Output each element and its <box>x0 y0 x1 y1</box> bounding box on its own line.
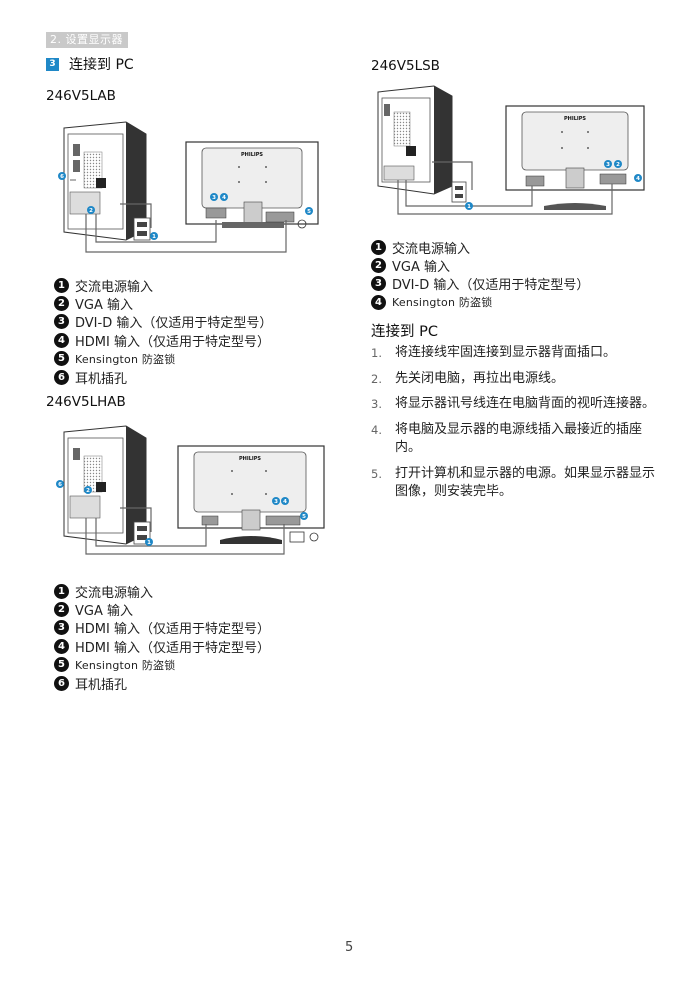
callout-2-lsb: 2 <box>616 162 620 168</box>
legend-item: 3 DVI-D 输入（仅适用于特定型号） <box>54 313 272 331</box>
legend-text: VGA 输入 <box>392 260 450 276</box>
callout-3-lhab: 3 <box>274 499 278 505</box>
legend-item: 2 VGA 输入 <box>371 256 589 276</box>
legend-item: 6 耳机插孔 <box>54 368 272 387</box>
callout-6-lab: 6 <box>60 174 64 180</box>
callout-1-lsb: 1 <box>467 204 471 210</box>
legend-item: 1 交流电源输入 <box>371 238 589 257</box>
legend-item: 1 交流电源输入 <box>54 582 270 601</box>
section-title: 连接到 PC <box>69 57 134 73</box>
number-badge: 3 <box>54 620 69 636</box>
legend-item: 6 耳机插孔 <box>54 674 270 693</box>
section-heading: 3 连接到 PC <box>46 55 134 73</box>
connection-diagram-lsb: PHILIPS 1 2 3 4 <box>377 85 645 215</box>
brand-label-lhab: PHILIPS <box>239 456 261 462</box>
number-badge: 3 <box>54 314 69 330</box>
number-badge: 3 <box>371 276 386 292</box>
legend-lab: 1 交流电源输入 2 VGA 输入 3 DVI-D 输入（仅适用于特定型号） 4 HDM… <box>54 276 272 387</box>
callout-5-lhab: 5 <box>302 514 306 520</box>
step-text: 将显示器讯号线连在电脑背面的视听连接器。 <box>395 396 656 411</box>
legend-item: 3 DVI-D 输入（仅适用于特定型号） <box>371 275 589 293</box>
step-number: 4. <box>371 422 382 437</box>
number-badge: 2 <box>54 602 69 618</box>
legend-text: 交流电源输入 <box>75 279 154 295</box>
connect-steps: 1. 将连接线牢固连接到显示器背面插口。 2. 先关闭电脑，再拉出电源线。 3. 将显… <box>371 344 661 509</box>
callout-3-lsb: 3 <box>606 162 610 168</box>
brand-label-lsb: PHILIPS <box>564 116 586 122</box>
model-title-lsb: 246V5LSB <box>371 58 440 74</box>
legend-text: Kensington 防盗锁 <box>392 296 493 310</box>
legend-text: 耳机插孔 <box>75 371 128 387</box>
legend-item: 2 VGA 输入 <box>54 294 272 314</box>
connect-title: 连接到 PC <box>371 324 438 340</box>
legend-item: 4 HDMI 输入（仅适用于特定型号） <box>54 637 270 656</box>
callout-4-lab: 4 <box>222 195 226 201</box>
step-item: 2. 先关闭电脑，再拉出电源线。 <box>371 370 661 389</box>
callout-1-lab: 1 <box>152 234 156 240</box>
number-badge: 5 <box>54 657 69 673</box>
model-title-lab: 246V5LAB <box>46 88 116 104</box>
number-badge: 4 <box>54 638 69 654</box>
legend-text: VGA 输入 <box>75 298 133 314</box>
legend-text: HDMI 输入（仅适用于特定型号） <box>75 622 270 638</box>
section-number-badge: 3 <box>46 57 59 71</box>
number-badge: 5 <box>54 351 69 367</box>
connection-diagram-lab: PHILIPS 1 2 3 4 5 6 <box>58 121 319 253</box>
step-item: 5. 打开计算机和显示器的电源。如果显示器显示图像，则安装完毕。 <box>371 465 661 502</box>
number-badge: 4 <box>54 332 69 348</box>
step-number: 3. <box>371 397 382 411</box>
step-text: 将连接线牢固连接到显示器背面插口。 <box>395 345 617 360</box>
legend-text: VGA 输入 <box>75 604 133 620</box>
legend-text: 交流电源输入 <box>75 585 154 601</box>
step-item: 1. 将连接线牢固连接到显示器背面插口。 <box>371 344 661 363</box>
callout-6-lhab: 6 <box>58 482 62 488</box>
legend-item: 4 HDMI 输入（仅适用于特定型号） <box>54 331 272 350</box>
number-badge: 6 <box>54 675 69 691</box>
number-badge: 6 <box>54 369 69 385</box>
legend-text: HDMI 输入（仅适用于特定型号） <box>75 640 270 656</box>
step-text: 将电脑及显示器的电源线插入最接近的插座内。 <box>395 421 643 456</box>
connection-diagram-lhab: PHILIPS 1 2 3 4 5 6 <box>56 425 325 555</box>
legend-text: 耳机插孔 <box>75 677 128 693</box>
legend-text: Kensington 防盗锁 <box>75 658 176 672</box>
number-badge: 1 <box>54 583 69 599</box>
callout-4-lsb: 4 <box>636 176 640 182</box>
legend-text: DVI-D 输入（仅适用于特定型号） <box>75 316 273 332</box>
legend-lsb: 1 交流电源输入 2 VGA 输入 3 DVI-D 输入（仅适用于特定型号） 4 Ken… <box>371 238 589 312</box>
callout-5-lab: 5 <box>307 209 311 215</box>
callout-1-lhab: 1 <box>147 540 151 546</box>
legend-item: 5 Kensington 防盗锁 <box>54 350 272 368</box>
step-item: 3. 将显示器讯号线连在电脑背面的视听连接器。 <box>371 395 661 414</box>
brand-label-lab: PHILIPS <box>241 152 263 158</box>
legend-item: 1 交流电源输入 <box>54 276 272 295</box>
legend-item: 3 HDMI 输入（仅适用于特定型号） <box>54 619 270 637</box>
legend-item: 2 VGA 输入 <box>54 600 270 620</box>
number-badge: 1 <box>54 277 69 293</box>
step-item: 4. 将电脑及显示器的电源线插入最接近的插座内。 <box>371 421 661 458</box>
legend-text: 交流电源输入 <box>392 241 471 257</box>
callout-3-lab: 3 <box>212 195 216 201</box>
legend-item: 5 Kensington 防盗锁 <box>54 656 270 674</box>
step-number: 5. <box>371 466 382 481</box>
callout-4-lhab: 4 <box>283 499 287 505</box>
step-text: 先关闭电脑，再拉出电源线。 <box>395 370 565 386</box>
model-title-lhab: 246V5LHAB <box>46 394 126 410</box>
chapter-tab: 2. 设置显示器 <box>46 32 128 48</box>
step-text: 打开计算机和显示器的电源。如果显示器显示图像，则安装完毕。 <box>395 465 656 500</box>
number-badge: 2 <box>371 258 386 274</box>
number-badge: 4 <box>371 294 386 310</box>
step-number: 2. <box>371 371 382 386</box>
legend-text: Kensington 防盗锁 <box>75 352 176 366</box>
number-badge: 1 <box>371 239 386 255</box>
step-number: 1. <box>371 346 382 360</box>
legend-text: HDMI 输入（仅适用于特定型号） <box>75 334 270 350</box>
page-number: 5 <box>345 940 354 955</box>
callout-2-lab: 2 <box>89 208 93 214</box>
legend-text: DVI-D 输入（仅适用于特定型号） <box>392 278 590 294</box>
callout-2-lhab: 2 <box>86 488 90 494</box>
number-badge: 2 <box>54 296 69 312</box>
legend-item: 4 Kensington 防盗锁 <box>371 293 589 311</box>
